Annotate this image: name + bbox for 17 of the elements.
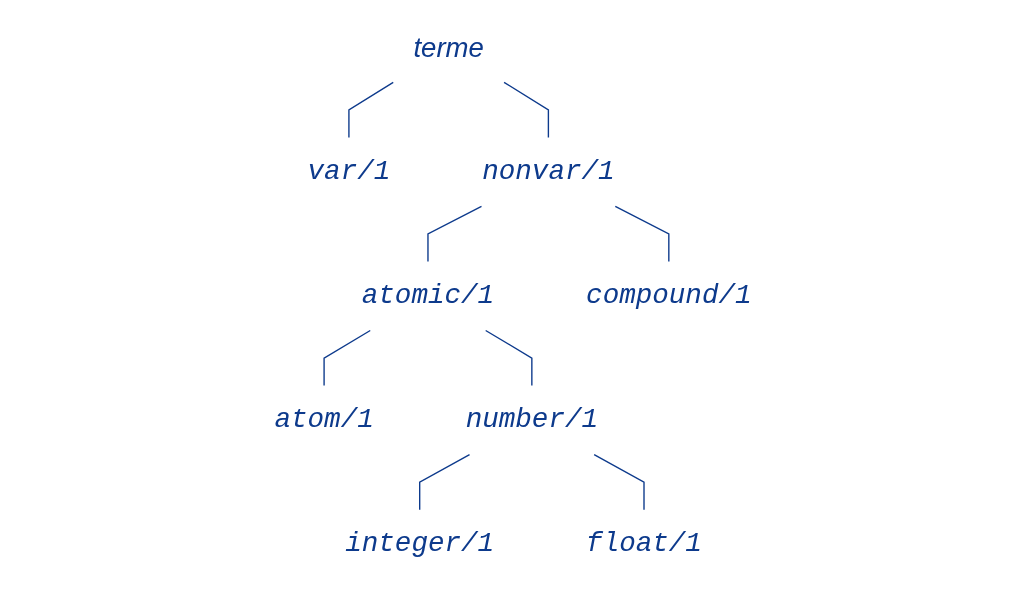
node-text: number/1 (465, 404, 599, 436)
connector (427, 205, 483, 263)
connector (348, 81, 394, 139)
connector (614, 205, 670, 263)
node-text: atom/1 (274, 404, 374, 436)
node-text: var/1 (307, 155, 391, 188)
node-text: integer/1 (345, 528, 495, 560)
connector (323, 329, 371, 387)
node-text: atomic/1 (361, 279, 495, 312)
node-text: nonvar/1 (482, 155, 615, 188)
connector (419, 453, 471, 511)
node-text: terme (413, 32, 484, 63)
connector (593, 453, 645, 511)
node-text: compound/1 (586, 279, 752, 312)
connector (503, 81, 550, 139)
node-text: float/1 (586, 528, 702, 560)
connector (485, 329, 533, 387)
